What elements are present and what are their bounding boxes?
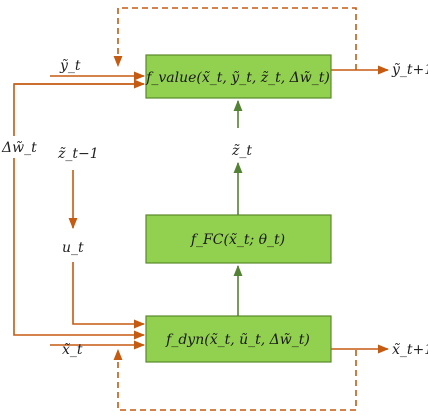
value-function-box xyxy=(145,54,332,99)
z-tm1-label: z̃_t−1 xyxy=(57,146,99,162)
dyn-feedback-loop xyxy=(113,348,357,411)
x-t1-label: x̃_t+1 xyxy=(392,342,428,358)
y-t1-label: ỹ_t+1 xyxy=(391,62,428,78)
dw-label-bg xyxy=(0,136,34,158)
y-t-label: ỹ_t xyxy=(59,58,81,74)
fc-function-box xyxy=(145,214,332,264)
z-t-label: z̃_t xyxy=(231,143,252,159)
u-t-label: u_t xyxy=(62,240,84,256)
value-feedback-loop xyxy=(113,7,357,70)
value-function-label: f_value(x̃_t, ỹ_t, z̃_t, Δw̃_t) xyxy=(145,70,330,86)
dw-t-label: Δw̃_t xyxy=(1,140,37,156)
fc-function-label: f_FC(x̃_t; θ_t) xyxy=(190,232,285,248)
u-to-dyn-arrow xyxy=(72,262,146,329)
x-t-label: x̃_t xyxy=(62,342,83,358)
dw-branch-line xyxy=(13,83,146,340)
dyn-function-label: f_dyn(x̃_t, ũ_t, Δw̃_t) xyxy=(165,332,310,348)
